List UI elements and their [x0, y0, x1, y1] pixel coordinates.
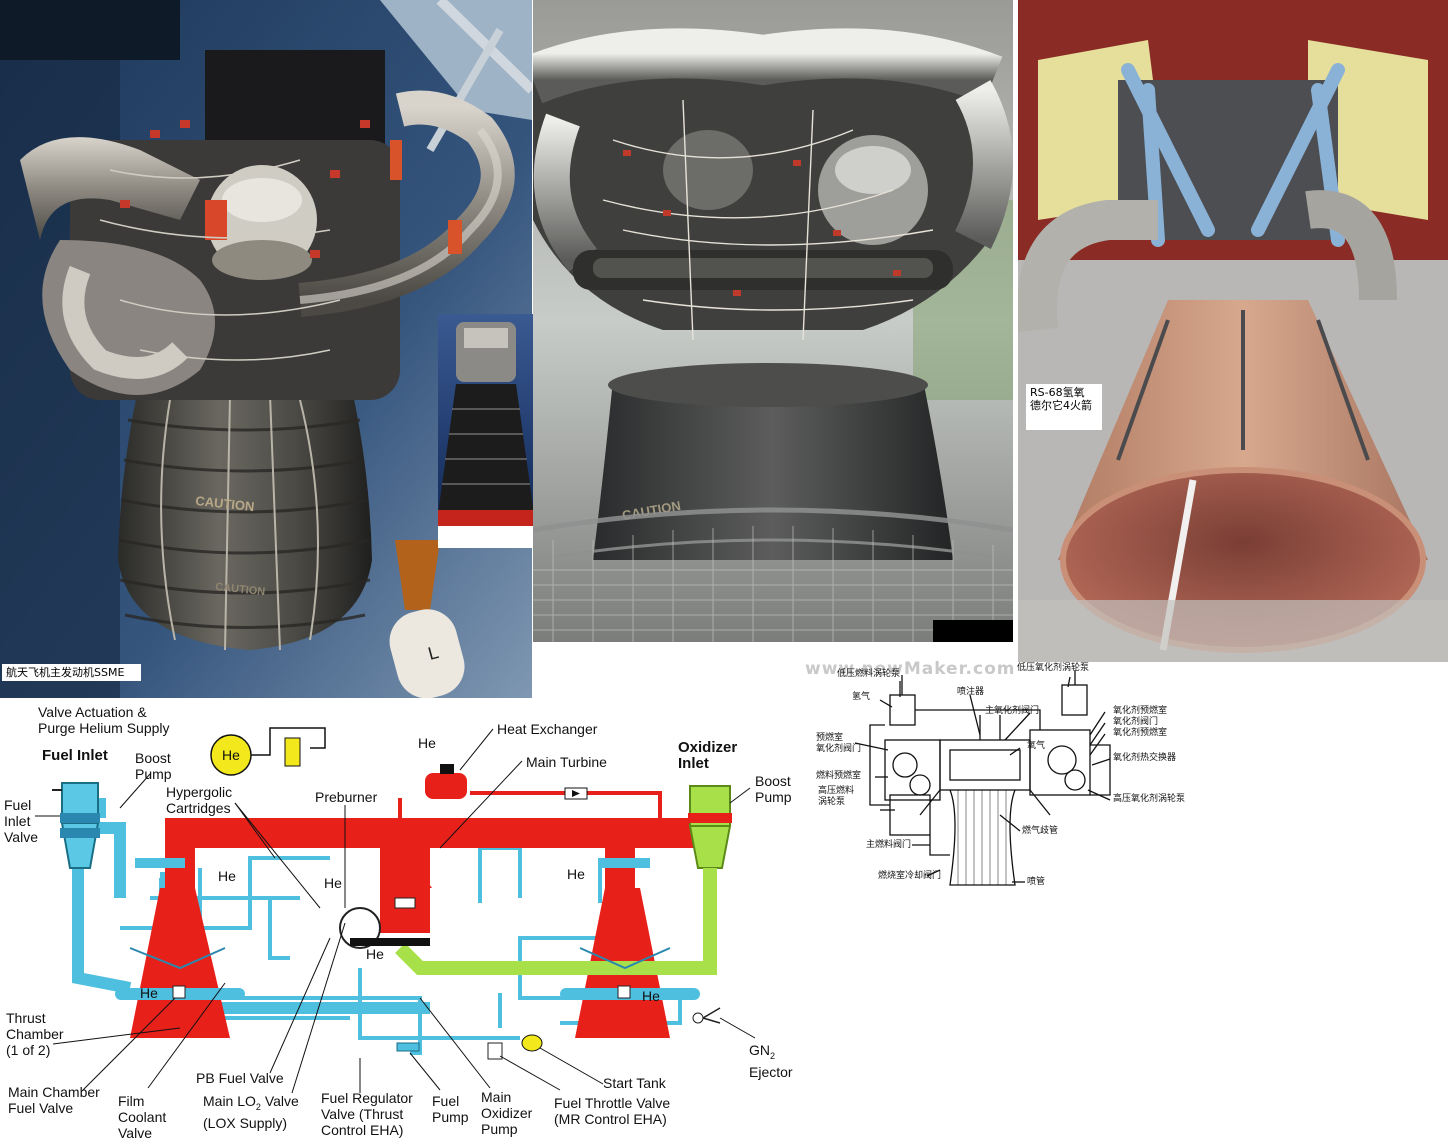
- cn-hp-ox-pump: 高压氧化剂涡轮泵: [1113, 794, 1186, 804]
- svg-text:L: L: [426, 642, 441, 664]
- fuel-throttle-valve-label: Fuel Throttle Valve (MR Control EHA): [554, 1095, 671, 1127]
- he-label-right-chamber: He: [642, 988, 660, 1004]
- ssme-inset-photo: [438, 314, 534, 548]
- start-tank-label: Start Tank: [603, 1075, 666, 1091]
- main-oxidizer-pump-label: Main Oxidizer Pump: [481, 1089, 533, 1137]
- ssme-photo: CAUTION CAUTION L: [0, 0, 532, 698]
- pb-fuel-valve-label: PB Fuel Valve: [196, 1070, 284, 1086]
- he-label-hx: He: [418, 735, 436, 751]
- main-chamber-fuel-valve-label: Main Chamber Fuel Valve: [8, 1084, 100, 1116]
- he-label-sphere: He: [222, 747, 240, 763]
- chinese-engine-diagram: www.newMaker.com 低压燃料涡轮泵 低压氧化剂涡轮泵 氢气 喷注器…: [800, 655, 1200, 900]
- cn-main-ox-valve: 主氧化剂阀门: [985, 706, 1040, 716]
- oxidizer-inlet-label: Oxidizer Inlet: [678, 739, 738, 772]
- rs68-caption-line2: 德尔它4火箭: [1030, 399, 1092, 412]
- main-turbine-label: Main Turbine: [526, 754, 607, 770]
- he-label-right: He: [567, 866, 585, 882]
- cn-nozzle: 喷管: [1027, 877, 1046, 887]
- fuel-pump-label: Fuel Pump: [432, 1093, 469, 1125]
- cn-ox-valve: 氧化剂阀门: [1113, 717, 1159, 727]
- ssme-caption: 航天飞机主发动机SSME: [2, 664, 141, 681]
- fuel-inlet-valve-label: Fuel Inlet Valve: [4, 797, 38, 845]
- engine-schematic: He: [0, 698, 800, 1142]
- he-label-regulator: He: [366, 946, 384, 962]
- cn-hp-fuel-pump: 高压燃料 涡轮泵: [818, 786, 855, 807]
- fuel-regulator-valve-label: Fuel Regulator Valve (Thrust Control EHA…: [321, 1090, 413, 1138]
- cn-ox-preburner-top: 氧化剂预燃室: [1113, 706, 1168, 716]
- valve-actuation-label: Valve Actuation & Purge Helium Supply: [38, 704, 170, 736]
- cn-injector: 喷注器: [957, 687, 985, 697]
- cn-preburner-ox-valve: 预燃室 氧化剂阀门: [816, 733, 862, 754]
- cn-oxygen: 氧气: [1027, 741, 1046, 751]
- schematic-svg: He: [35, 727, 756, 1094]
- rs68-photo: [1018, 0, 1448, 662]
- film-coolant-valve-label: Film Coolant Valve: [118, 1093, 167, 1141]
- rs68-caption: RS-68氢氧 德尔它4火箭: [1026, 384, 1102, 430]
- main-lo2-valve-label: Main LO2 Valve (LOX Supply): [203, 1093, 299, 1131]
- boost-pump-left-label: Boost Pump: [135, 750, 172, 782]
- cn-main-fuel-valve: 主燃料阀门: [866, 840, 912, 850]
- cn-fuel-preburner: 燃料预燃室: [816, 771, 862, 781]
- boost-pump-right-label: Boost Pump: [755, 773, 792, 805]
- preburner-label: Preburner: [315, 789, 378, 805]
- he-label-left: He: [218, 868, 236, 884]
- gn2-ejector-label: GN2 Ejector: [749, 1042, 793, 1080]
- chinese-diagram-svg: [854, 670, 1111, 886]
- cn-ox-heat-exchanger: 氧化剂热交换器: [1113, 753, 1177, 763]
- he-label-preburner: He: [324, 875, 342, 891]
- cn-low-press-ox-pump: 低压氧化剂涡轮泵: [1017, 663, 1090, 673]
- cn-ox-preburner: 氧化剂预燃室: [1113, 728, 1168, 738]
- caution-text-2: CAUTION: [215, 581, 266, 598]
- rs68-caption-line1: RS-68氢氧: [1030, 386, 1085, 399]
- test-stand-photo: CAUTION: [533, 0, 1013, 642]
- hypergolic-label: Hypergolic Cartridges: [166, 784, 233, 816]
- caution-text-1: CAUTION: [195, 493, 255, 514]
- cn-hydrogen: 氢气: [852, 692, 871, 702]
- fuel-inlet-label: Fuel Inlet: [42, 747, 108, 764]
- cn-gas-manifold: 燃气歧管: [1022, 826, 1059, 836]
- watermark: www.newMaker.com: [805, 659, 1016, 679]
- cn-low-press-fuel-pump: 低压燃料涡轮泵: [837, 669, 901, 679]
- thrust-chamber-label: Thrust Chamber (1 of 2): [6, 1010, 64, 1058]
- cn-chamber-cool-valve: 燃烧室冷却阀门: [878, 871, 942, 881]
- heat-exchanger-label: Heat Exchanger: [497, 721, 598, 737]
- he-label-left-chamber: He: [140, 985, 158, 1001]
